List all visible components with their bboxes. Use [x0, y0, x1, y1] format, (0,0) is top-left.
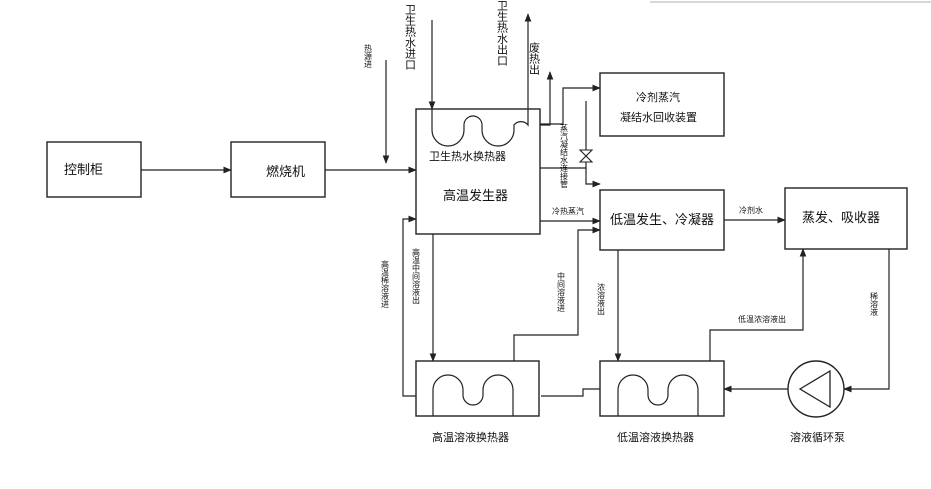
- dilute-solution-pipe: [843, 249, 890, 393]
- low-temp-solution-hx-label: 低温溶液换热器: [617, 430, 694, 444]
- high-temp-generator-box: [415, 108, 541, 235]
- medium-solution-pipe: [513, 226, 601, 361]
- solution-pump-label: 溶液循环泵: [790, 430, 845, 444]
- dilute-solution-label: 稀溶液: [870, 291, 879, 317]
- high-temp-solution-hx-label: 高温溶液换热器: [432, 430, 509, 444]
- low-temp-concentrate-label: 低温浓溶液出: [738, 314, 786, 324]
- heat-source-in-label: 热源进: [364, 43, 373, 69]
- hot-water-coil: [431, 109, 529, 147]
- high-temp-generator-label: 高温发生器: [443, 188, 508, 204]
- condensate-recovery-box: [599, 72, 725, 137]
- condensate-valve-line-down: [585, 168, 601, 188]
- valve-icon: [578, 149, 594, 163]
- high-temp-hx-coil: [432, 374, 514, 416]
- low-temp-hx-coil: [617, 374, 699, 416]
- low-to-high-hx-pipe: [541, 388, 600, 397]
- condensate-recovery-label: 凝结水回收装置: [620, 110, 697, 124]
- hot-water-out-label: 卫生热水出口: [496, 0, 509, 66]
- low-temp-generator-label: 低温发生、冷凝器: [610, 212, 714, 228]
- burner-label: 燃烧机: [266, 164, 305, 180]
- pump-triangle-icon: [798, 369, 831, 409]
- vapor-to-recovery-pipe: [540, 84, 601, 125]
- hot-water-hx-label: 卫生热水换热器: [429, 149, 506, 163]
- high-temp-dilute-pipe: [402, 215, 417, 397]
- refrigerant-water-label: 冷剂水: [739, 205, 763, 215]
- low-temp-solution-hx-box: [599, 360, 725, 417]
- high-temp-dilute-label: 高温稀溶液进: [381, 259, 390, 309]
- evaporator-absorber-label: 蒸发、吸收器: [802, 210, 880, 226]
- medium-solution-label: 中间溶液进: [557, 271, 566, 313]
- waste-heat-pipe: [540, 71, 554, 126]
- high-temp-medium-label: 高温中间溶液出: [412, 247, 421, 305]
- condensate-pipe-label: 蒸汽凝结水连接管: [560, 123, 569, 189]
- low-temp-concentrate-pipe: [709, 248, 807, 361]
- vapor-pipe-label: 冷热蒸汽: [552, 206, 584, 216]
- hot-water-in-label: 卫生热水进口: [404, 4, 417, 70]
- refrigerant-vapor-label: 冷剂蒸汽: [636, 90, 680, 104]
- control-cabinet-label: 控制柜: [64, 163, 103, 178]
- burner-box: [230, 141, 326, 198]
- concentrate-out-label: 浓溶液出: [597, 283, 606, 316]
- waste-heat-out-label: 废热出: [528, 41, 541, 75]
- high-temp-solution-hx-box: [415, 360, 540, 417]
